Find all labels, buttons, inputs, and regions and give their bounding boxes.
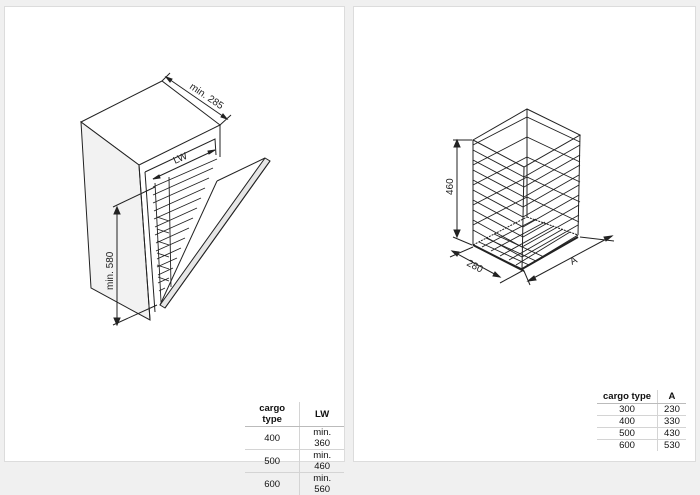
- cargo-table-right: cargo type A 300 230 400 330 500 430 600…: [597, 390, 686, 451]
- left-panel: min. 285 LW min. 580 cargo type LW 400 m…: [4, 6, 345, 462]
- table-cell: 530: [658, 440, 686, 452]
- table-cell: 500: [597, 428, 658, 440]
- height-dimension-label: min. 580: [105, 251, 116, 290]
- width-dimension-label: LW: [172, 151, 190, 167]
- depth-dimension-label: 280: [465, 258, 485, 276]
- table-header-row: cargo type A: [597, 390, 686, 404]
- table-cell: 600: [597, 440, 658, 452]
- table-cell: 230: [658, 404, 686, 416]
- table-cell: min. 360: [300, 427, 344, 450]
- cargo-table-left: cargo type LW 400 min. 360 500 min. 460 …: [245, 402, 344, 495]
- table-row: 500 min. 460: [245, 450, 344, 473]
- table-cell: 600: [245, 473, 300, 495]
- table-cell: min. 460: [300, 450, 344, 473]
- table-header-a: A: [658, 390, 686, 404]
- table-row: 300 230: [597, 404, 686, 416]
- table-row: 600 min. 560: [245, 473, 344, 495]
- table-header-row: cargo type LW: [245, 402, 344, 427]
- table-row: 400 min. 360: [245, 427, 344, 450]
- table-header-lw: LW: [300, 402, 344, 427]
- depth-dimension-label: min. 285: [187, 81, 225, 112]
- height-dimension-label: 460: [445, 178, 456, 195]
- width-dimension-label: A: [568, 255, 579, 268]
- table-cell: 500: [245, 450, 300, 473]
- table-cell: 400: [597, 416, 658, 428]
- table-row: 600 530: [597, 440, 686, 452]
- table-cell: 330: [658, 416, 686, 428]
- table-cell: min. 560: [300, 473, 344, 495]
- table-cell: 430: [658, 428, 686, 440]
- table-row: 500 430: [597, 428, 686, 440]
- tilt-door: [160, 158, 270, 308]
- right-panel: 460 280 A cargo type A 300 230 400 330 5…: [353, 6, 696, 462]
- cabinet-drawing: min. 285 LW min. 580: [5, 7, 346, 463]
- table-row: 400 330: [597, 416, 686, 428]
- table-header-cargo-type: cargo type: [245, 402, 300, 427]
- table-header-cargo-type: cargo type: [597, 390, 658, 404]
- table-cell: 400: [245, 427, 300, 450]
- table-cell: 300: [597, 404, 658, 416]
